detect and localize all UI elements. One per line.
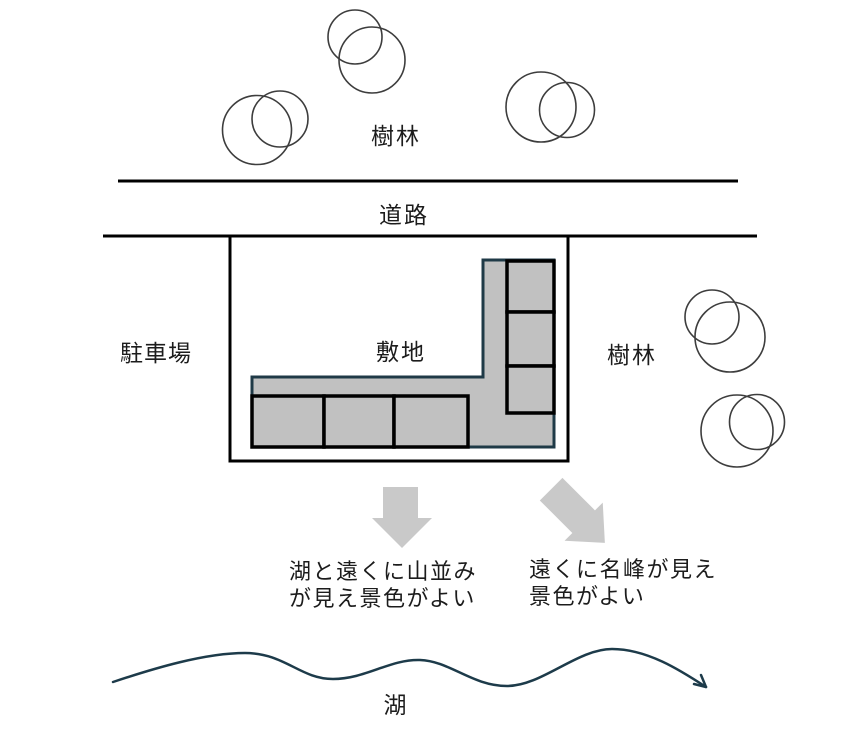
forest-top-trees xyxy=(221,9,596,166)
label-forest-top: 樹林 xyxy=(371,123,421,149)
room xyxy=(505,259,556,314)
label-forest-right: 樹林 xyxy=(607,342,657,368)
view-note-left: 湖と遠くに山並み が見え景色がよい xyxy=(289,558,477,612)
tree-circle xyxy=(505,71,577,143)
view-arrow-down-icon xyxy=(372,487,432,548)
label-parking-lot: 駐車場 xyxy=(120,340,192,366)
view-note-left-line2: が見え景色がよい xyxy=(289,586,476,611)
room xyxy=(392,394,470,449)
room xyxy=(322,394,396,449)
label-lake: 湖 xyxy=(383,692,409,718)
view-arrow-diagonal-icon xyxy=(539,477,605,543)
tree-circle xyxy=(327,9,383,65)
tree-circle xyxy=(251,90,309,148)
label-road: 道路 xyxy=(379,202,429,228)
view-note-right-line1: 遠くに名峰が見え xyxy=(529,557,718,582)
room xyxy=(505,310,556,368)
tree-circle xyxy=(694,301,766,373)
label-site: 敷地 xyxy=(376,339,426,365)
room-row-bottom xyxy=(250,394,470,449)
tree-circle xyxy=(700,394,774,468)
room-column-right xyxy=(505,259,556,415)
lake-wave-arrowhead-icon xyxy=(692,673,708,689)
view-note-left-line1: 湖と遠くに山並み xyxy=(289,559,478,584)
room xyxy=(505,364,556,415)
room xyxy=(250,394,326,449)
tree-circle xyxy=(221,94,293,166)
tree-circle xyxy=(684,289,740,345)
forest-right-trees xyxy=(684,289,786,468)
tree-circle xyxy=(338,26,406,94)
view-note-right-line2: 景色がよい xyxy=(529,584,646,609)
tree-circle xyxy=(538,81,596,139)
lake-shoreline-wave xyxy=(111,647,708,689)
view-note-right: 遠くに名峰が見え 景色がよい xyxy=(529,556,717,610)
tree-circle xyxy=(728,393,786,451)
